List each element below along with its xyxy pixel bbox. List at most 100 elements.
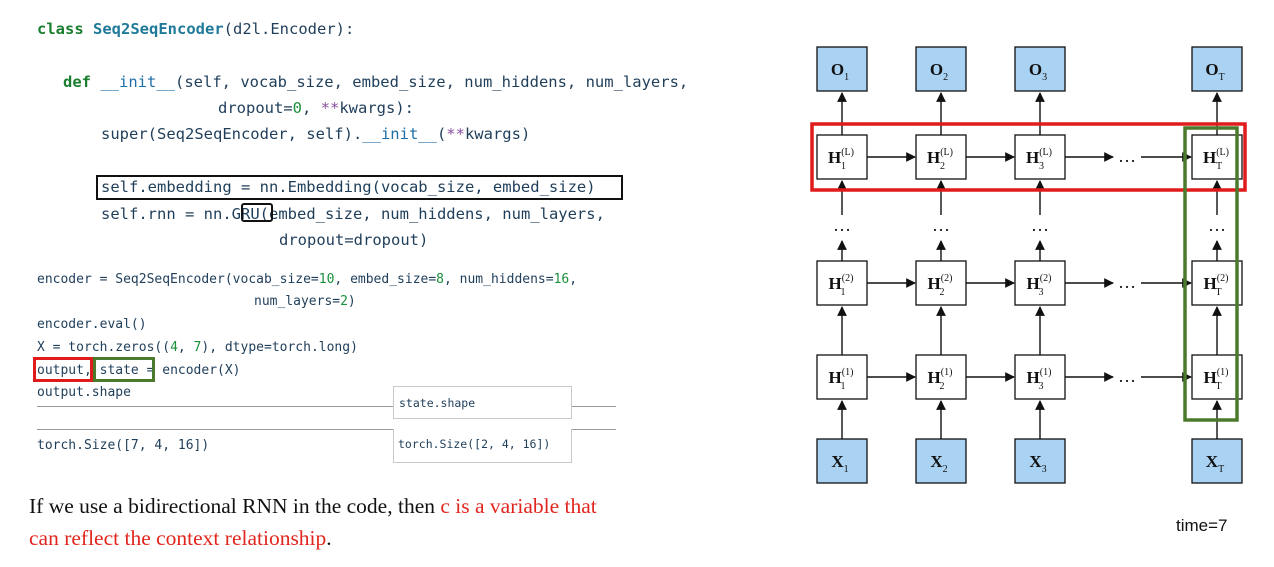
explanation-paragraph: If we use a bidirectional RNN in the cod… <box>29 490 809 554</box>
input-box-3 <box>1014 438 1066 484</box>
hidden-label-1-1: H(2)1 <box>829 273 854 298</box>
hidden-box-2-2 <box>915 354 967 400</box>
code-text: output.shape <box>37 385 131 400</box>
usage-line-output-size: torch.Size([7, 4, 16]) <box>37 438 209 453</box>
output-box-2 <box>915 46 967 92</box>
code-text: super(Seq2SeqEncoder, self). <box>101 125 363 143</box>
usage-line-eval: encoder.eval() <box>37 317 147 332</box>
input-label-T: XT <box>1206 452 1224 475</box>
vdots-T: … <box>1208 215 1226 235</box>
state-shape-cell <box>393 386 572 419</box>
hidden-label-0-1: H(L)1 <box>828 147 854 172</box>
hdots-0: … <box>1118 146 1136 166</box>
top-layer-highlight <box>810 122 1247 192</box>
vdots-1: … <box>833 215 851 235</box>
code-text: num_layers= <box>254 294 341 309</box>
result-divider <box>37 429 393 430</box>
code-line-def: def __init__(self, vocab_size, embed_siz… <box>63 73 688 91</box>
input-label-3: X3 <box>1029 452 1046 475</box>
code-text: dropout=dropout) <box>279 231 429 249</box>
code-text: ( <box>436 125 447 143</box>
code-text: X = torch.zeros(( <box>37 340 171 355</box>
state-highlight-box <box>93 357 155 382</box>
hidden-label-2-T: H(1)T <box>1204 367 1229 392</box>
state-size-output: torch.Size([2, 4, 16]) <box>398 437 551 451</box>
vdots-3: … <box>1031 215 1049 235</box>
operator: ** <box>320 99 340 117</box>
output-highlight-box <box>33 357 93 382</box>
right-divider-2 <box>572 429 616 430</box>
code-line-super: super(Seq2SeqEncoder, self).__init__(**k… <box>101 125 530 143</box>
hidden-box-1-3 <box>1014 260 1066 306</box>
hidden-label-1-3: H(2)3 <box>1027 273 1052 298</box>
code-text: (embed_size, num_hiddens, num_layers, <box>259 205 605 223</box>
number-literal: 2 <box>340 294 348 309</box>
hidden-label-1-T: H(2)T <box>1204 273 1229 298</box>
output-box-1 <box>816 46 868 92</box>
input-box-2 <box>915 438 967 484</box>
code-line-dropout-arg: dropout=0, **kwargs): <box>218 99 414 117</box>
final-step-highlight <box>1183 126 1239 422</box>
hidden-label-2-2: H(1)2 <box>928 367 953 392</box>
code-text: (self, vocab_size, embed_size, num_hidde… <box>175 73 689 91</box>
code-text: = encoder(X) <box>138 363 241 378</box>
code-text: , <box>569 272 578 287</box>
usage-line-encoder: encoder = Seq2SeqEncoder(vocab_size=10, … <box>37 272 577 287</box>
number-literal: 7 <box>193 340 202 355</box>
keyword: class <box>37 20 84 38</box>
output-token: output <box>37 363 84 378</box>
operator: ** <box>446 125 465 143</box>
code-text: dropout= <box>218 99 293 117</box>
output-label-1: O1 <box>831 60 849 83</box>
hdots-1: … <box>1118 272 1136 292</box>
input-box-T <box>1191 438 1243 484</box>
paragraph-text: If we use a bidirectional RNN in the cod… <box>29 494 441 518</box>
state-shape-input: state.shape <box>399 396 476 410</box>
input-label-2: X2 <box>930 452 947 475</box>
code-line-dropout-kw: dropout=dropout) <box>279 231 428 249</box>
code-text: encoder = Seq2SeqEncoder(vocab_size= <box>37 272 319 287</box>
hidden-box-0-3 <box>1014 134 1066 180</box>
code-text: ) <box>347 294 356 309</box>
code-text: , num_hiddens= <box>444 272 554 287</box>
output-label-3: O3 <box>1029 60 1047 83</box>
paragraph-highlight: c is a variable that <box>440 494 597 518</box>
state-size-cell <box>393 429 572 463</box>
code-text: kwargs): <box>339 99 414 117</box>
right-divider <box>572 406 616 407</box>
rnn-encoder-diagram: O1X1H(L)1H(2)1H(1)1…O2X2H(L)2H(2)2H(1)2…… <box>810 46 1247 484</box>
code-line-class: class Seq2SeqEncoder(d2l.Encoder): <box>37 20 354 38</box>
hidden-label-0-T: H(L)T <box>1203 147 1229 172</box>
output-shape-divider <box>37 406 393 407</box>
usage-line-num-layers: num_layers=2) <box>254 294 356 309</box>
time-caption: time=7 <box>1176 516 1228 535</box>
code-text: torch.Size([7, 4, 16]) <box>37 438 210 453</box>
paragraph-end: . <box>326 526 332 550</box>
code-text: self.embedding = nn.Embedding(vocab_size… <box>101 178 596 196</box>
number-literal: 4 <box>170 340 178 355</box>
code-line-rnn: self.rnn = nn.GRU(embed_size, num_hidden… <box>101 205 605 223</box>
code-text: , <box>177 340 194 355</box>
number-literal: 16 <box>553 272 570 287</box>
gru-token: GRU <box>231 205 260 223</box>
hidden-label-2-3: H(1)3 <box>1027 367 1052 392</box>
input-label-1: X1 <box>831 452 848 475</box>
hidden-label-2-1: H(1)1 <box>829 367 854 392</box>
number-literal: 0 <box>292 99 302 117</box>
hidden-box-1-1 <box>816 260 868 306</box>
hidden-label-0-3: H(L)3 <box>1026 147 1052 172</box>
code-text: , embed_size= <box>334 272 437 287</box>
gru-highlight-box <box>241 203 273 222</box>
code-text: kwargs) <box>464 125 531 143</box>
output-label-2: O2 <box>930 60 948 83</box>
state-token: state <box>99 363 139 378</box>
usage-line-call: output, state = encoder(X) <box>37 363 241 378</box>
vdots-2: … <box>932 215 950 235</box>
code-text: ), dtype=torch.long) <box>201 340 358 355</box>
code-text: encoder.eval() <box>37 317 147 332</box>
class-name: Seq2SeqEncoder <box>93 20 224 38</box>
output-box-3 <box>1014 46 1066 92</box>
code-text: self.rnn = nn. <box>101 205 232 223</box>
keyword: def <box>63 73 91 91</box>
dunder-init: __init__ <box>362 125 437 143</box>
